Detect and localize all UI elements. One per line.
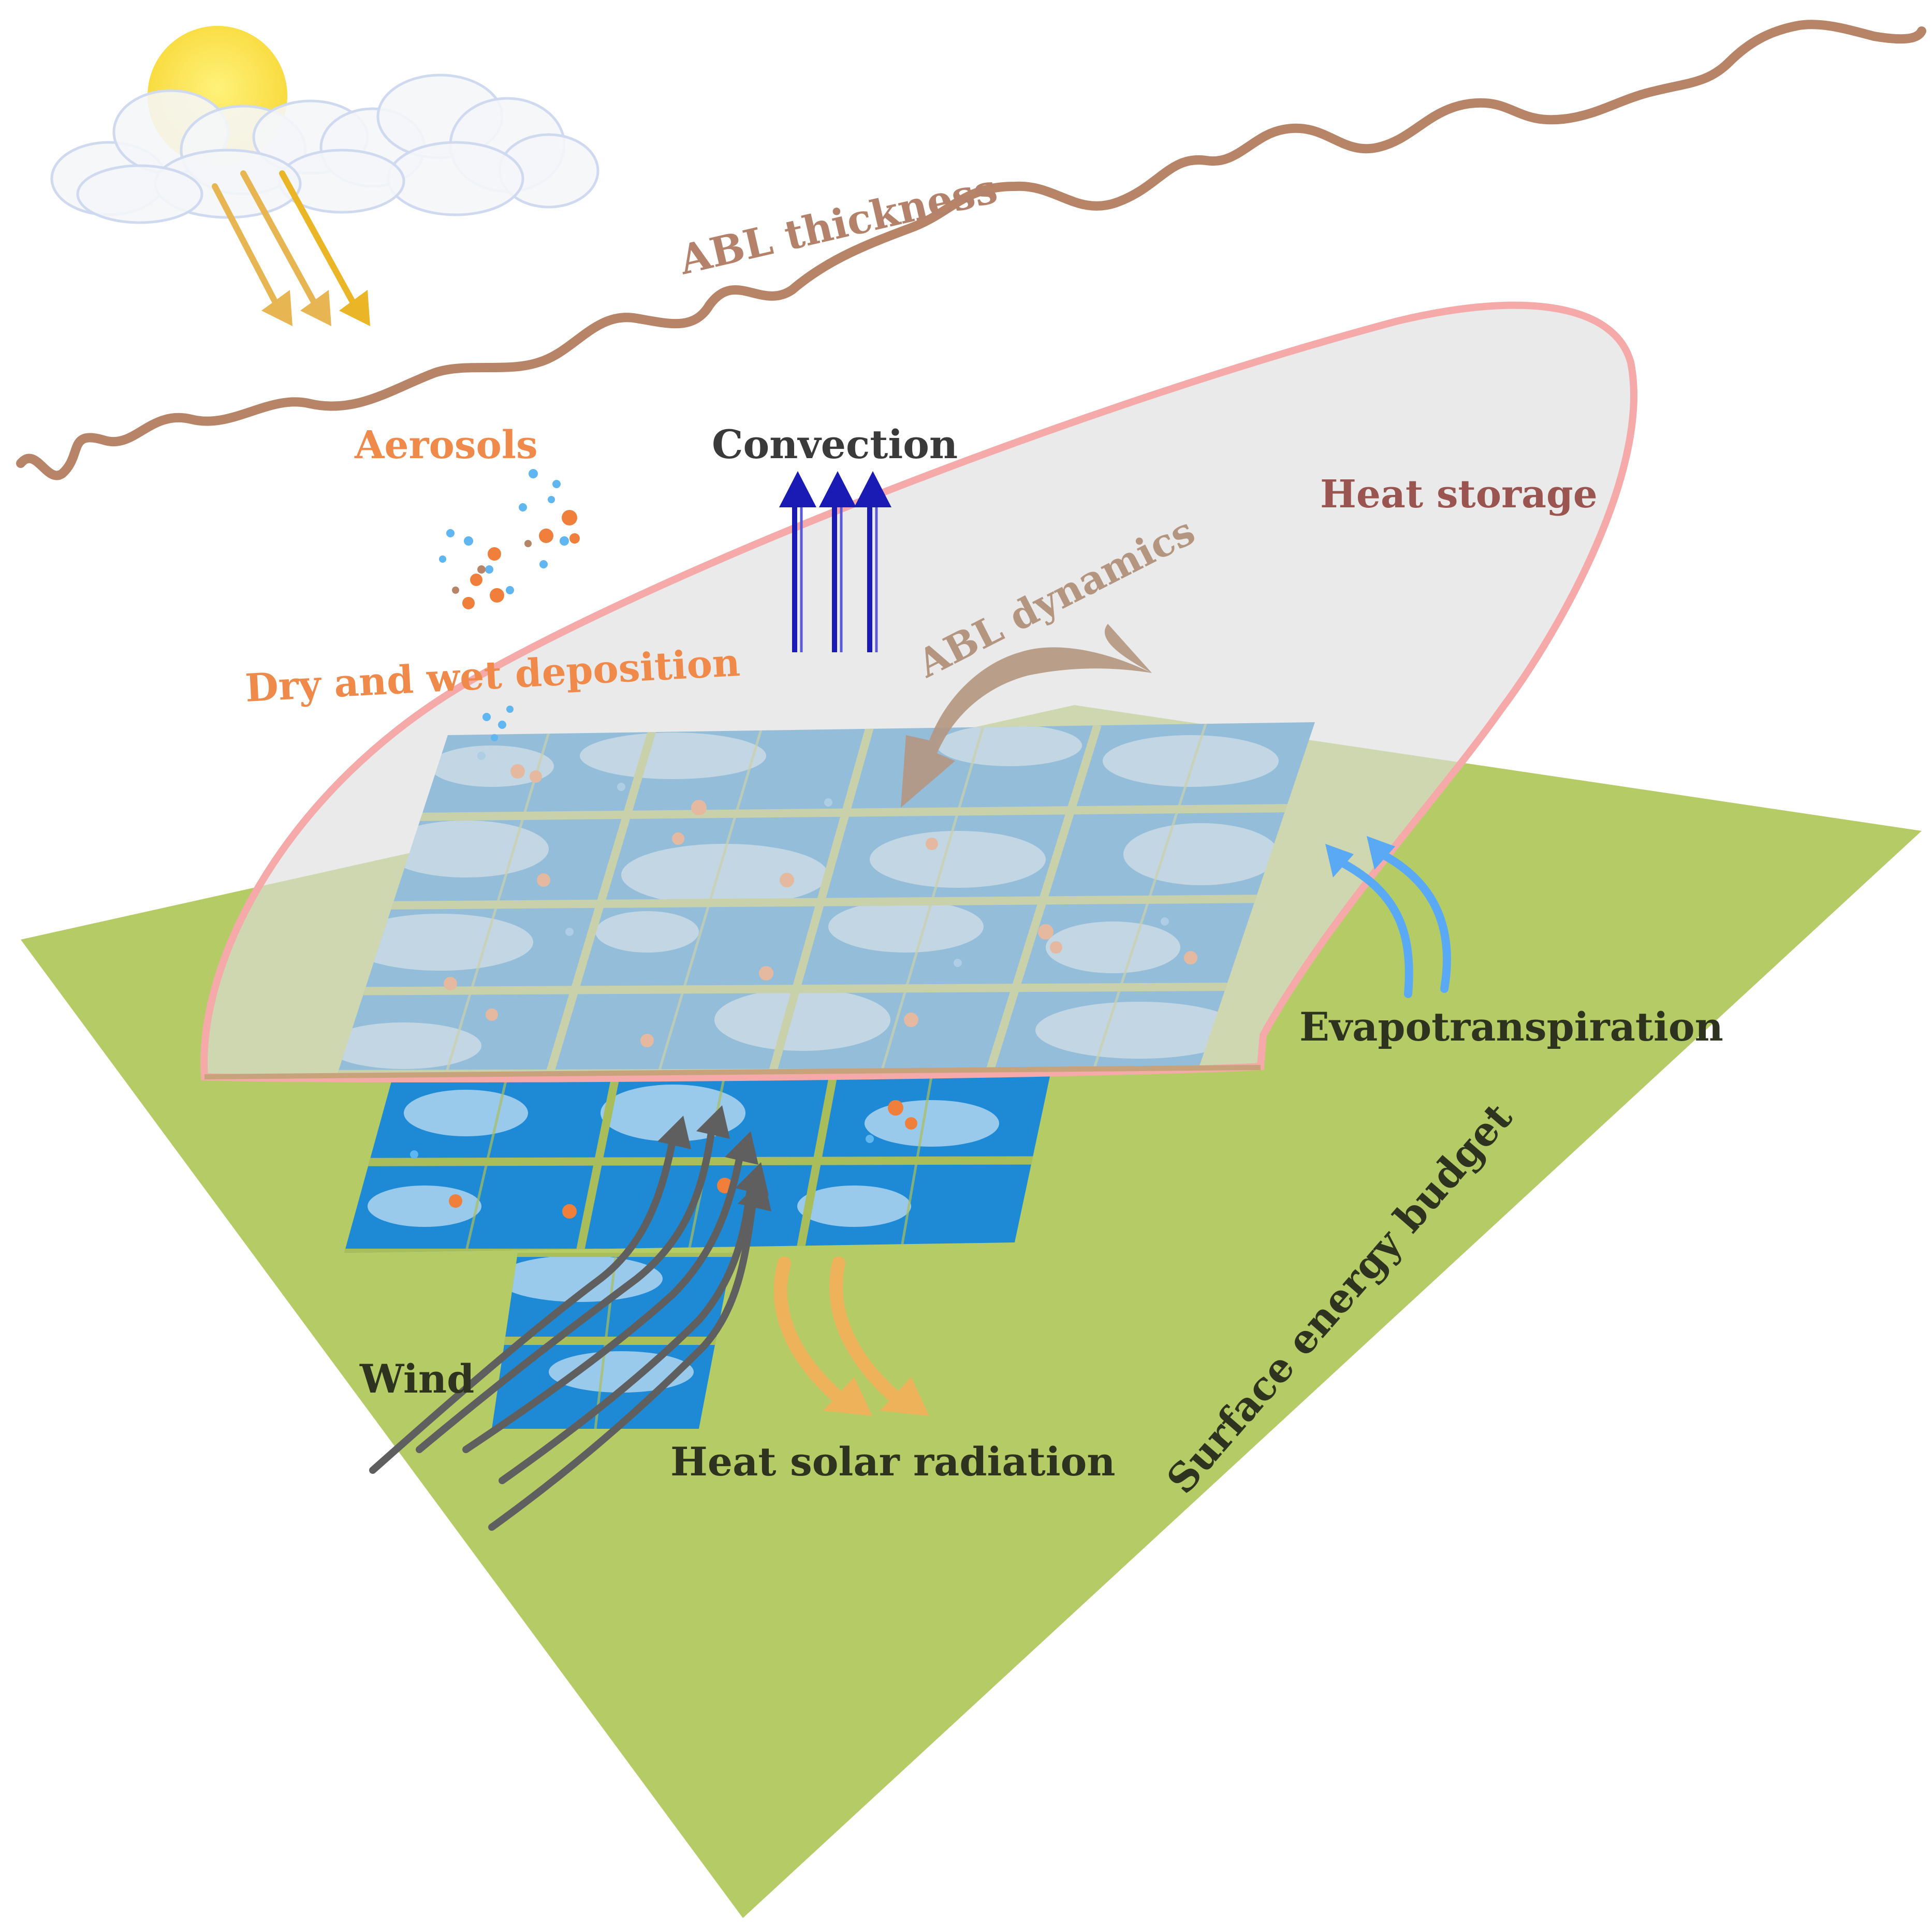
aerosols-label: Aerosols	[354, 423, 538, 467]
convection-label: Convection	[712, 421, 958, 467]
wind-label: Wind	[359, 1356, 474, 1402]
sun-and-clouds	[52, 26, 598, 326]
heat-solar-radiation-label: Heat solar radiation	[670, 1439, 1116, 1485]
abl-thickness-label: ABL thickness	[675, 165, 1002, 284]
heat-storage-label: Heat storage	[1320, 472, 1598, 517]
evapotranspiration-label: Evapotranspiration	[1299, 1004, 1723, 1050]
aerosol-particles	[439, 469, 580, 609]
cloud-icon	[52, 75, 598, 223]
